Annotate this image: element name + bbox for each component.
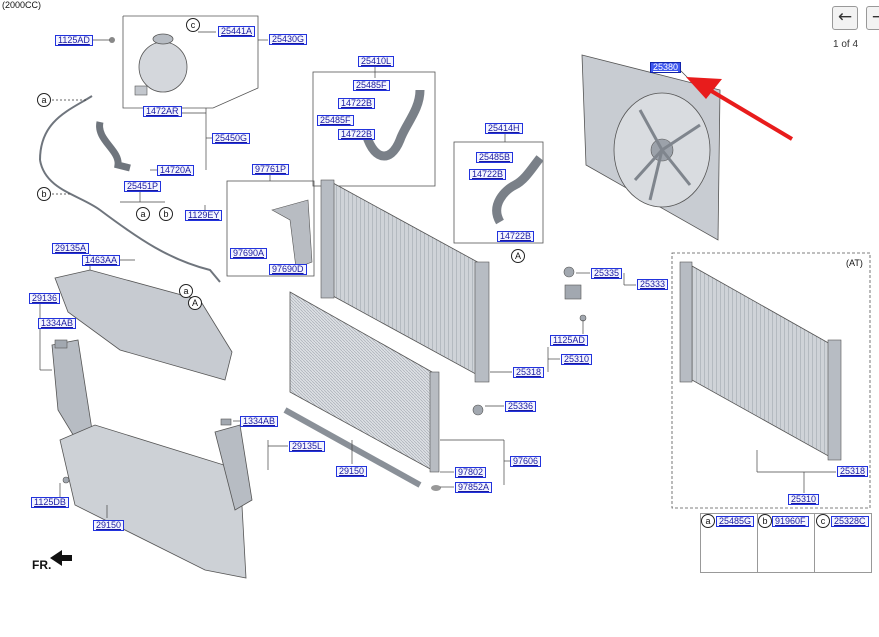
pointer-arrow <box>686 77 794 141</box>
legend-letter: c <box>816 514 830 528</box>
part-callout[interactable]: 1334AB <box>240 416 279 427</box>
at-variant-label: (AT) <box>846 258 863 268</box>
part-callout-selected[interactable]: 25380 <box>650 62 682 73</box>
part-callout[interactable]: 1334AB <box>38 318 77 329</box>
part-callout[interactable]: 25485F <box>353 80 390 91</box>
orientation-label: FR. <box>32 558 52 572</box>
ref-letter: b <box>159 207 173 221</box>
part-callout[interactable]: 14722B <box>338 129 376 140</box>
part-callout[interactable]: 25414H <box>485 123 523 134</box>
legend-letter: a <box>701 514 715 528</box>
ref-letter: A <box>511 249 525 263</box>
part-callout[interactable]: 29135A <box>52 243 90 254</box>
part-callout[interactable]: 97690A <box>230 248 268 259</box>
part-callout[interactable]: 97690D <box>269 264 307 275</box>
part-callout[interactable]: 97852A <box>455 482 493 493</box>
part-callout[interactable]: 25333 <box>637 279 669 290</box>
part-callout[interactable]: 25328C <box>831 516 869 527</box>
part-callout[interactable]: 25335 <box>591 268 623 279</box>
ref-letter: a <box>37 93 51 107</box>
part-callout[interactable]: 25430G <box>269 34 308 45</box>
fan-shroud <box>581 54 721 241</box>
part-callout[interactable]: 14722B <box>338 98 376 109</box>
group-frames <box>122 15 871 509</box>
part-callout[interactable]: 25451P <box>124 181 162 192</box>
ref-letter: A <box>188 296 202 310</box>
part-callout[interactable]: 14722B <box>469 169 507 180</box>
previous-page-button[interactable]: ← <box>832 6 858 30</box>
harness-clip <box>271 199 313 269</box>
part-callout[interactable]: 25318 <box>837 466 869 477</box>
frame-upper-hose <box>312 71 436 187</box>
part-callout[interactable]: 1125AD <box>550 335 588 346</box>
part-callout[interactable]: 25485F <box>317 115 354 126</box>
frame-reservoir <box>122 15 259 109</box>
ref-letter: a <box>179 284 193 298</box>
legend-letter: b <box>758 514 772 528</box>
part-callout[interactable]: 97761P <box>252 164 290 175</box>
part-callout[interactable]: 25336 <box>505 401 537 412</box>
page-indicator: 1 of 4 <box>833 39 859 50</box>
part-callout[interactable]: 1125DB <box>31 497 69 508</box>
part-callout[interactable]: 1472AR <box>143 106 182 117</box>
fr-arrow <box>50 550 72 566</box>
condenser <box>283 291 441 491</box>
part-callout[interactable]: 25410L <box>358 56 395 67</box>
part-callout[interactable]: 25310 <box>561 354 593 365</box>
part-callout[interactable]: 29135L <box>289 441 326 452</box>
part-callout[interactable]: 25318 <box>513 367 545 378</box>
radiator-at <box>679 261 842 461</box>
part-callout[interactable]: 1463AA <box>82 255 121 266</box>
part-callout[interactable]: 25310 <box>788 494 820 505</box>
part-callout[interactable]: 14720A <box>157 165 195 176</box>
part-callout[interactable]: 25450G <box>212 133 251 144</box>
part-callout[interactable]: 25441A <box>218 26 256 37</box>
coolant-reservoir <box>109 33 188 96</box>
small-hardware <box>54 266 587 484</box>
radiator-hoses <box>360 89 544 225</box>
ref-letter: a <box>136 207 150 221</box>
part-callout[interactable]: 1129EY <box>185 210 223 221</box>
radiator-main <box>320 179 490 383</box>
engine-variant-label: (2000CC) <box>2 0 42 10</box>
part-callout[interactable]: 25485B <box>476 152 514 163</box>
part-callout[interactable]: 97606 <box>510 456 542 467</box>
part-callout[interactable]: 29150 <box>93 520 125 531</box>
frame-harness <box>226 180 315 277</box>
part-callout[interactable]: 97802 <box>455 467 487 478</box>
next-page-button[interactable]: → <box>866 6 879 30</box>
part-callout[interactable]: 29136 <box>29 293 61 304</box>
part-callout[interactable]: 25485G <box>716 516 755 527</box>
ref-letter: c <box>186 18 200 32</box>
leader-lines <box>39 31 836 518</box>
part-callout[interactable]: 14722B <box>497 231 535 242</box>
frame-at-variant <box>671 252 871 509</box>
part-callout[interactable]: 91960F <box>772 516 809 527</box>
overflow-hoses <box>39 95 221 283</box>
part-callout[interactable]: 29150 <box>336 466 368 477</box>
part-callout[interactable]: 1125AD <box>55 35 93 46</box>
ref-letter: b <box>37 187 51 201</box>
frame-lower-hose <box>453 141 544 244</box>
